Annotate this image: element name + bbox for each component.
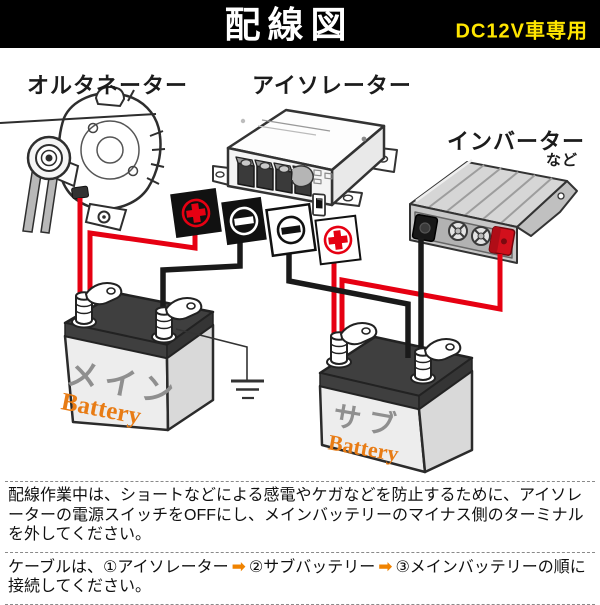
minus-icon — [281, 225, 301, 235]
order-note-text: ②サブバッテリー — [248, 558, 376, 576]
caution-note: 配線作業中は、ショートなどによる感電やケガなどを防止するために、アイソレーターの… — [5, 481, 595, 552]
sub-negative-marker — [265, 202, 317, 258]
connection-order-note: ケーブルは、①アイソレーター➡②サブバッテリー➡③メインバッテリーの順に接続して… — [5, 551, 595, 605]
sub-battery-negative-terminal — [410, 338, 462, 385]
minus-icon — [234, 216, 254, 226]
plus-icon — [186, 203, 206, 223]
caution-note-text: 配線作業中は、ショートなどによる感電やケガなどを防止するために、アイソレーターの… — [8, 487, 584, 543]
plus-icon — [328, 230, 348, 250]
main-battery — [63, 291, 215, 432]
isolator-power-switch — [312, 193, 326, 217]
negative-wire-isolator-to-sub-battery — [286, 248, 411, 358]
isolator-label: アイソレーター — [252, 73, 412, 98]
title-bar: 配線図 DC12V車専用 — [0, 0, 600, 48]
page-title: 配線図 — [224, 3, 354, 45]
inverter-illustration — [409, 158, 578, 264]
right-arrow-icon: ➡ — [378, 556, 393, 576]
right-arrow-icon: ➡ — [231, 556, 246, 576]
order-note-text: ケーブルは、①アイソレーター — [8, 558, 229, 576]
main-battery-positive-terminal — [71, 282, 123, 329]
inverter-note-label: など — [546, 152, 579, 169]
alternator-output-terminal — [71, 185, 89, 200]
isolator-terminal-block — [235, 156, 314, 197]
inverter-connector — [448, 221, 468, 241]
sub-battery-label: サブ Battery — [326, 394, 407, 467]
alternator-label: オルタネーター — [27, 73, 189, 98]
alternator-illustration — [0, 85, 166, 234]
battery-terminals — [71, 282, 462, 385]
positive-wire-isolator-to-main-battery — [87, 228, 198, 302]
negative-wire-isolator-to-main-battery — [160, 240, 243, 312]
sub-positive-marker — [314, 214, 362, 266]
main-negative-marker — [221, 196, 267, 246]
inverter-positive-terminal — [488, 226, 516, 256]
sub-battery-positive-terminal — [326, 322, 378, 369]
inverter-negative-terminal — [411, 213, 439, 243]
dc12v-badge: DC12V車専用 — [455, 20, 588, 43]
polarity-markers — [170, 188, 362, 266]
inverter-label: インバーター — [447, 129, 586, 154]
main-battery-negative-terminal — [151, 297, 203, 344]
isolator-illustration — [212, 108, 398, 217]
inverter-connector — [471, 226, 491, 246]
notes-section: 配線作業中は、ショートなどによる感電やケガなどを防止するために、アイソレーターの… — [5, 481, 595, 605]
main-positive-marker — [170, 188, 222, 238]
wires — [77, 198, 503, 358]
order-note-text: ③メインバッテリーの順に接続してください。 — [8, 558, 586, 596]
ground-symbol — [175, 328, 264, 400]
